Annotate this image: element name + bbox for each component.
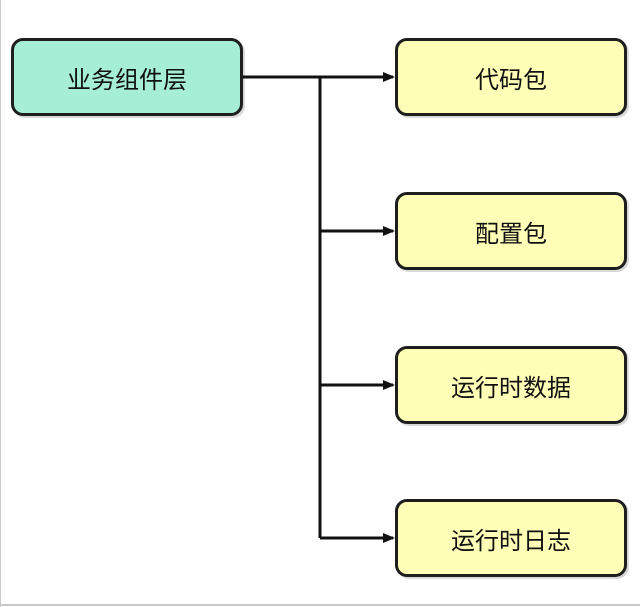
child-node-config-package: 配置包 (395, 192, 627, 270)
child-node-label: 运行时数据 (451, 373, 571, 402)
child-node-label: 代码包 (475, 65, 547, 94)
child-node-label: 运行时日志 (451, 526, 571, 555)
root-node: 业务组件层 (11, 38, 243, 116)
child-node-runtime-log: 运行时日志 (395, 499, 627, 577)
frame-border-left (0, 0, 1, 607)
frame-border-bottom (0, 604, 640, 606)
root-node-label: 业务组件层 (67, 65, 187, 94)
child-node-label: 配置包 (475, 219, 547, 248)
child-node-code-package: 代码包 (395, 38, 627, 116)
child-node-runtime-data: 运行时数据 (395, 346, 627, 424)
